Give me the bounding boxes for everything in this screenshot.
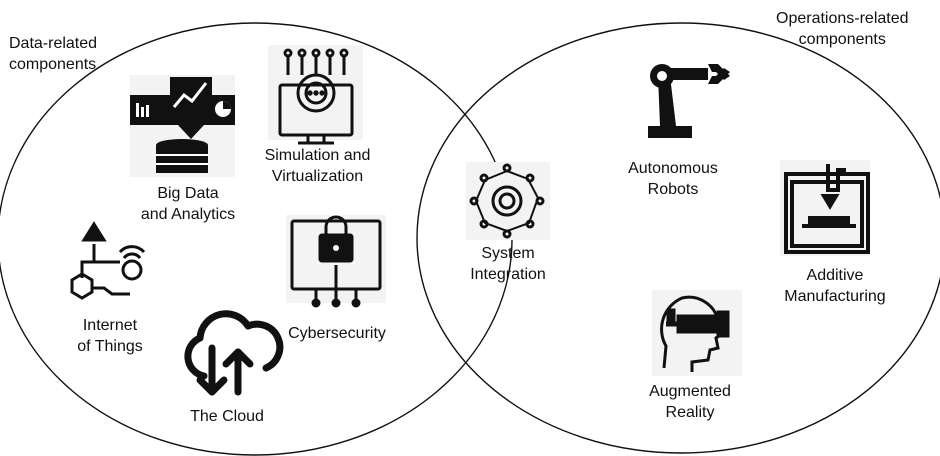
- big-data-label-line2: and Analytics: [140, 206, 236, 223]
- robots-label-line1: Autonomous: [628, 160, 718, 177]
- iot-label-line1: Internet: [82, 317, 138, 334]
- data-group-line1: Data-related: [9, 35, 98, 52]
- iot-label-line2: of Things: [77, 338, 143, 355]
- iot-label: Internet of Things: [60, 315, 160, 357]
- system-integration-gear-icon: [466, 162, 550, 240]
- operations-related-group-label: Operations-related components: [776, 8, 909, 50]
- simulation-virtualization-icon: [268, 45, 363, 145]
- operations-group-line2: components: [798, 31, 886, 48]
- data-related-group-label: Data-related components: [9, 33, 97, 75]
- vr-headset-icon: [652, 290, 742, 376]
- additive-label-line2: Manufacturing: [784, 288, 886, 305]
- simulation-label-line2: Virtualization: [271, 168, 364, 185]
- robots-label-line2: Robots: [647, 181, 699, 198]
- system-integration-label-line1: System: [481, 245, 535, 262]
- system-integration-label-line2: Integration: [470, 266, 546, 283]
- cloud-label-line1: The Cloud: [190, 408, 264, 425]
- data-related-ellipse: [0, 22, 513, 456]
- additive-label-line1: Additive: [806, 267, 864, 284]
- robot-arm-icon: [648, 64, 730, 138]
- ar-label-line2: Reality: [665, 404, 715, 421]
- operations-related-ellipse: [416, 22, 940, 454]
- big-data-label: Big Data and Analytics: [133, 183, 243, 225]
- cybersecurity-label: Cybersecurity: [277, 323, 397, 344]
- data-group-line2: components: [9, 56, 97, 73]
- big-data-analytics-icon: [130, 75, 235, 177]
- operations-group-line1: Operations-related: [776, 10, 909, 27]
- additive-label: Additive Manufacturing: [775, 265, 895, 307]
- simulation-label: Simulation and Virtualization: [255, 145, 380, 187]
- cybersecurity-label-line1: Cybersecurity: [288, 325, 386, 342]
- big-data-label-line1: Big Data: [157, 185, 219, 202]
- robots-label: Autonomous Robots: [618, 158, 728, 200]
- cloud-upload-download-icon: [184, 310, 284, 396]
- cloud-label: The Cloud: [172, 406, 282, 427]
- internet-of-things-icon: [70, 221, 146, 300]
- cybersecurity-lock-icon: [286, 215, 386, 308]
- 3d-printer-icon: [780, 160, 870, 256]
- ar-label: Augmented Reality: [635, 381, 745, 423]
- simulation-label-line1: Simulation and: [264, 147, 371, 164]
- system-integration-label: System Integration: [458, 243, 558, 285]
- ar-label-line1: Augmented: [649, 383, 731, 400]
